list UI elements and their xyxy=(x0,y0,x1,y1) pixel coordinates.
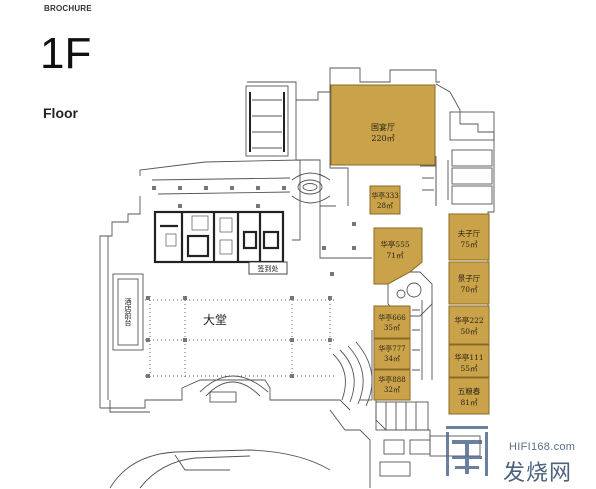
room-jingzi-name: 景子厅 xyxy=(458,274,481,283)
room-huating333-area: 28㎡ xyxy=(377,202,393,210)
room-huating888 xyxy=(373,369,411,401)
room-huating111-name: 华亭111 xyxy=(454,352,483,362)
room-wuliangchun-area: 81㎡ xyxy=(460,398,478,407)
room-huating555-area: 71㎡ xyxy=(386,251,404,260)
room-huating555 xyxy=(373,227,423,285)
room-jingzi-area: 70㎡ xyxy=(460,285,478,294)
floor-label: Floor xyxy=(43,105,78,121)
room-huating111-area: 55㎡ xyxy=(460,364,478,373)
room-huating888-name: 华亭888 xyxy=(378,375,405,384)
room-jingzi xyxy=(448,261,490,305)
room-fuzi xyxy=(448,213,490,261)
room-guoyan xyxy=(330,84,436,166)
room-huating222-area: 50㎡ xyxy=(460,327,478,336)
room-huating555-name: 华亭555 xyxy=(380,239,410,249)
room-huating333 xyxy=(369,185,401,215)
room-huating888-area: 32㎡ xyxy=(384,386,400,394)
room-huating666-name: 华亭666 xyxy=(378,313,406,322)
room-fuzi-area: 75㎡ xyxy=(460,240,478,249)
brochure-header: BROCHURE xyxy=(44,4,92,13)
watermark-cn: 发烧网 xyxy=(503,461,573,486)
lobby-label: 大堂 xyxy=(203,313,227,327)
room-huating333-name: 华亭333 xyxy=(371,191,398,200)
checkin-box xyxy=(248,261,288,275)
floor-number: 1F xyxy=(40,29,92,78)
room-wuliangchun-name: 五粮春 xyxy=(458,386,481,396)
room-huating222-name: 华亭222 xyxy=(454,315,484,325)
room-huating777 xyxy=(373,338,411,370)
checkin-label: 签到处 xyxy=(258,264,279,273)
room-guoyan-name: 国宴厅 xyxy=(371,122,395,132)
room-huating777-name: 华亭777 xyxy=(378,344,405,353)
room-huating666 xyxy=(373,305,411,339)
hotel-front-desk-label: 酒店前台 xyxy=(124,298,132,327)
room-wuliangchun xyxy=(448,377,490,415)
room-huating777-area: 34㎡ xyxy=(384,355,400,363)
room-fuzi-name: 夫子厅 xyxy=(458,228,481,238)
room-guoyan-area: 220㎡ xyxy=(371,134,394,143)
room-huating111 xyxy=(448,344,490,378)
room-huating222 xyxy=(448,305,490,345)
watermark-logo-icon xyxy=(446,426,488,476)
room-huating666-area: 35㎡ xyxy=(384,324,400,332)
watermark-site: HIFI168.com xyxy=(509,441,576,453)
